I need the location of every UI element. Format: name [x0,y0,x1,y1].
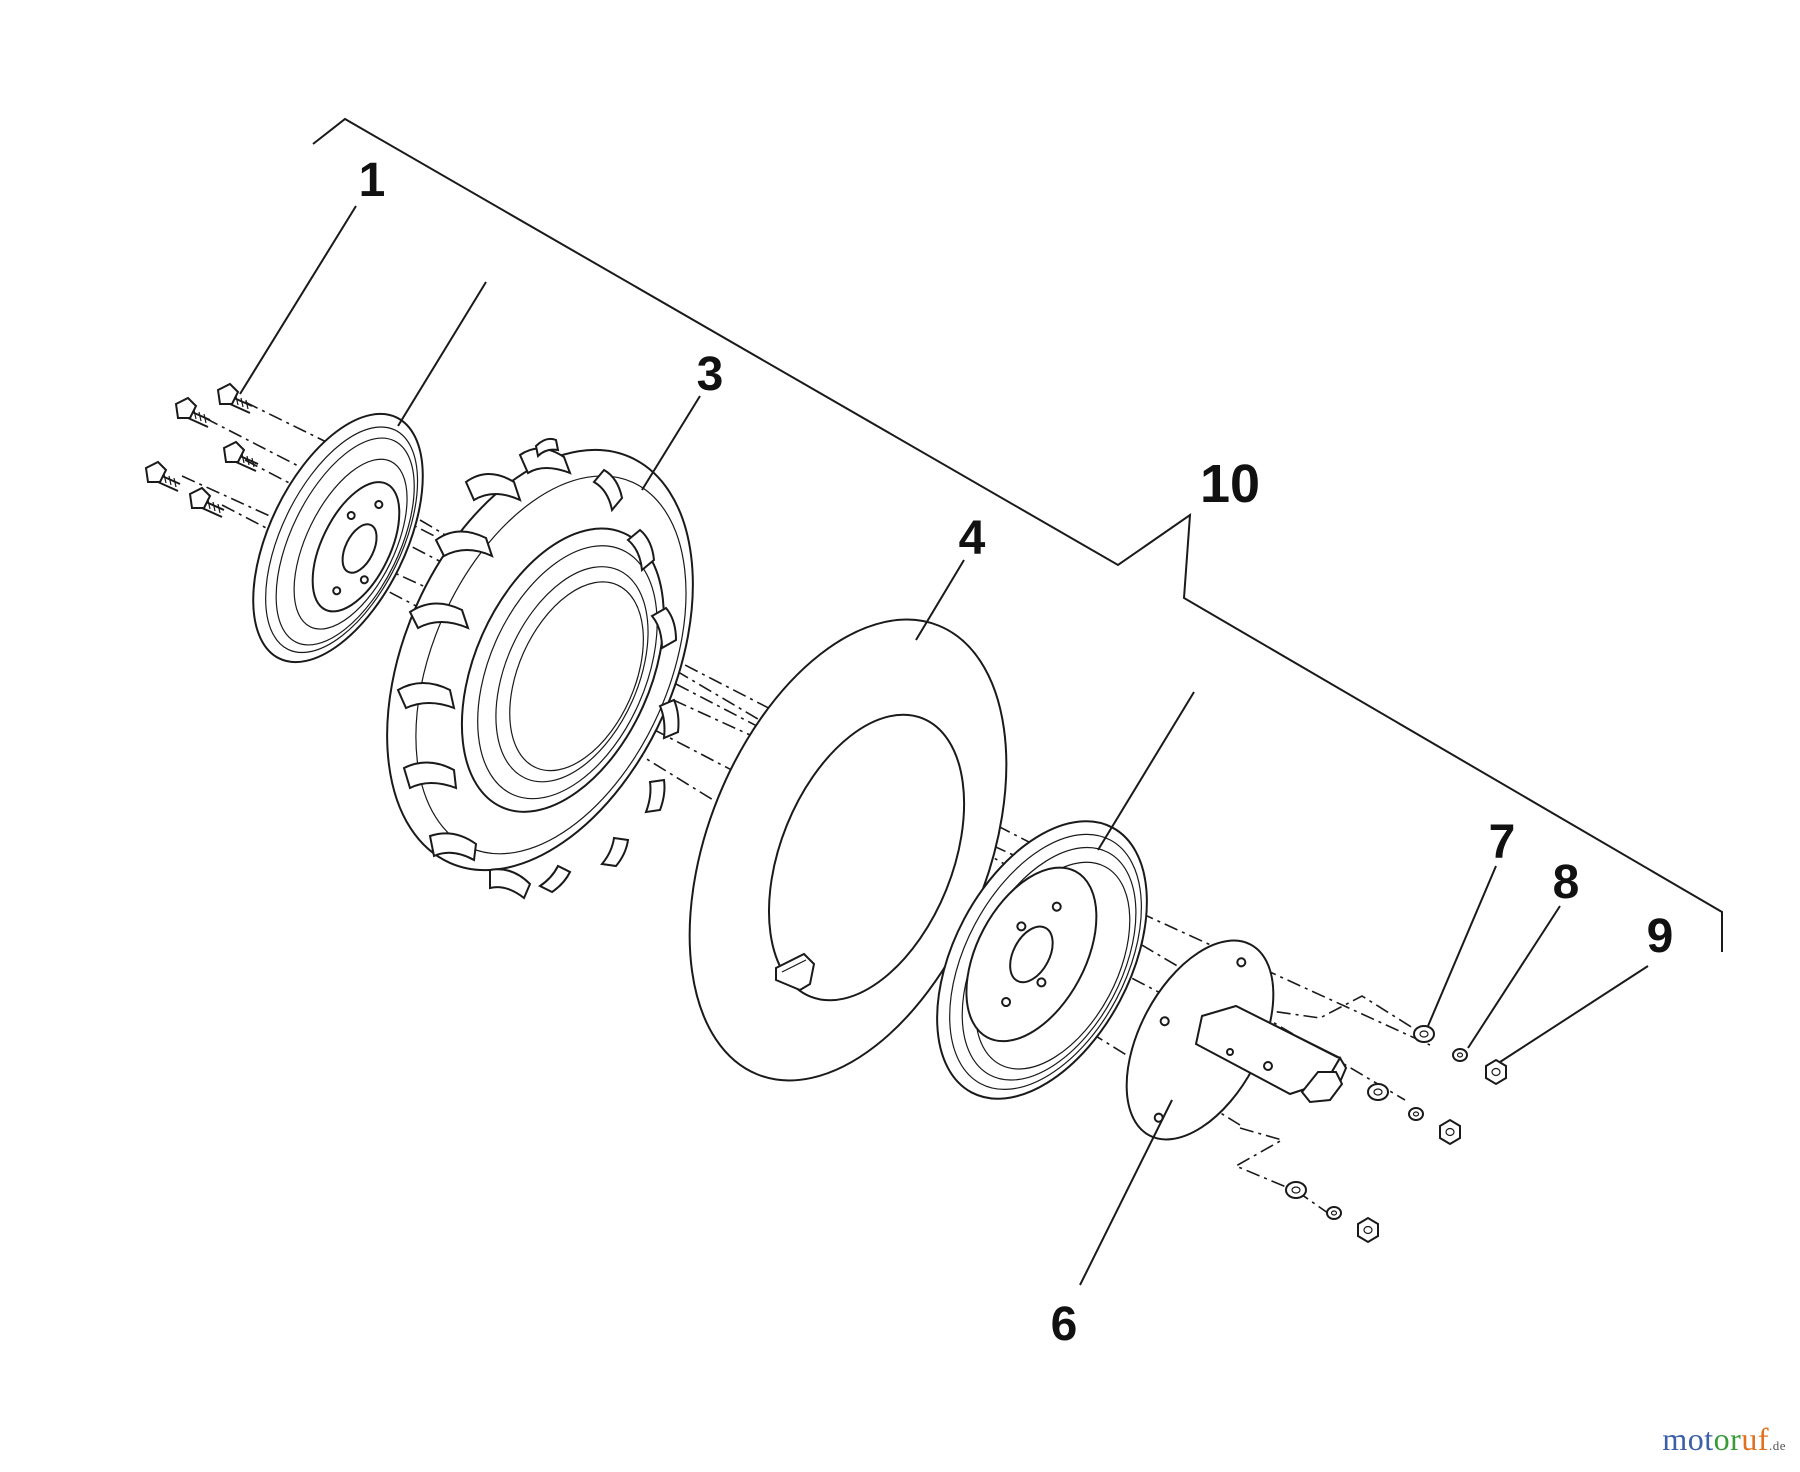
callout-3: 3 [697,348,724,401]
watermark-text-1: mot [1662,1421,1714,1457]
tire-treads [396,437,680,900]
hex-nut [1439,1118,1461,1146]
callout-labels: 1 3 4 10 7 8 9 6 [359,154,1674,1351]
bolt [144,460,181,492]
inner-rim-half [936,820,1148,1100]
callout-7: 7 [1489,816,1516,869]
tire [386,437,694,900]
flat-washer [1285,1181,1307,1199]
hub-shaft [1125,939,1348,1141]
bolt [188,486,225,518]
callout-6: 6 [1051,1298,1078,1351]
flat-washer [1367,1083,1389,1101]
lock-washer [1452,1048,1468,1062]
callout-10: 10 [1200,454,1260,514]
assembly-bracket [312,117,1723,952]
lock-washer [1408,1107,1424,1121]
flat-washer [1413,1025,1435,1043]
inner-tube [688,618,1008,1082]
hex-nut [1357,1216,1379,1244]
outer-rim-half [252,412,424,664]
watermark-suffix: .de [1768,1438,1786,1453]
hex-nut [1485,1058,1507,1086]
bolt-group [144,382,259,518]
callout-8: 8 [1553,856,1580,909]
hardware-set [1285,1025,1507,1244]
tube-valve [775,952,816,992]
watermark-text-2: or [1713,1421,1742,1457]
lock-washer [1326,1206,1342,1220]
bolt [216,382,253,414]
watermark-text-3: uf [1741,1421,1769,1457]
leader-lines [239,205,1649,1286]
callout-9: 9 [1647,910,1674,963]
bolt [174,396,211,428]
watermark-logo: motoruf.de [1662,1421,1786,1458]
callout-1: 1 [359,154,386,207]
bolt [222,440,259,472]
callout-4: 4 [959,512,986,565]
